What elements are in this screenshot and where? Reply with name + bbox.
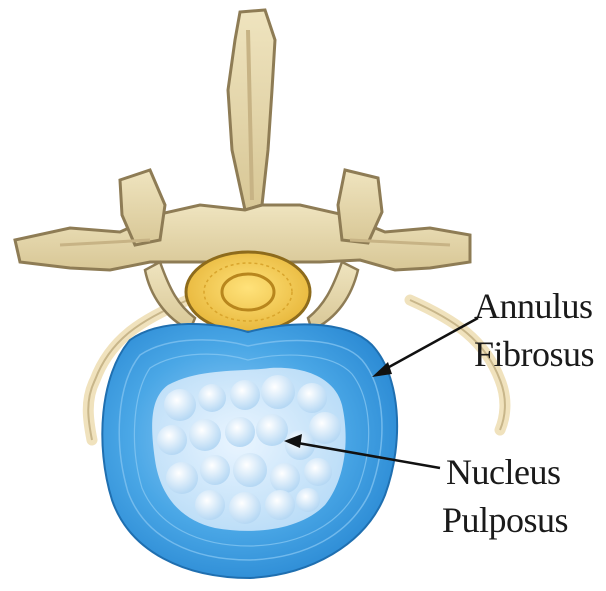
nucleus-label-line2: Pulposus — [442, 500, 568, 540]
nucleus-pulposus — [152, 368, 345, 531]
annulus-pointer-arrow — [372, 318, 478, 377]
nucleus-label-line1: Nucleus — [446, 452, 560, 492]
annulus-label-line2: Fibrosus — [474, 334, 594, 374]
annulus-label-line1: Annulus — [474, 286, 593, 326]
spinal-cord — [186, 252, 310, 332]
